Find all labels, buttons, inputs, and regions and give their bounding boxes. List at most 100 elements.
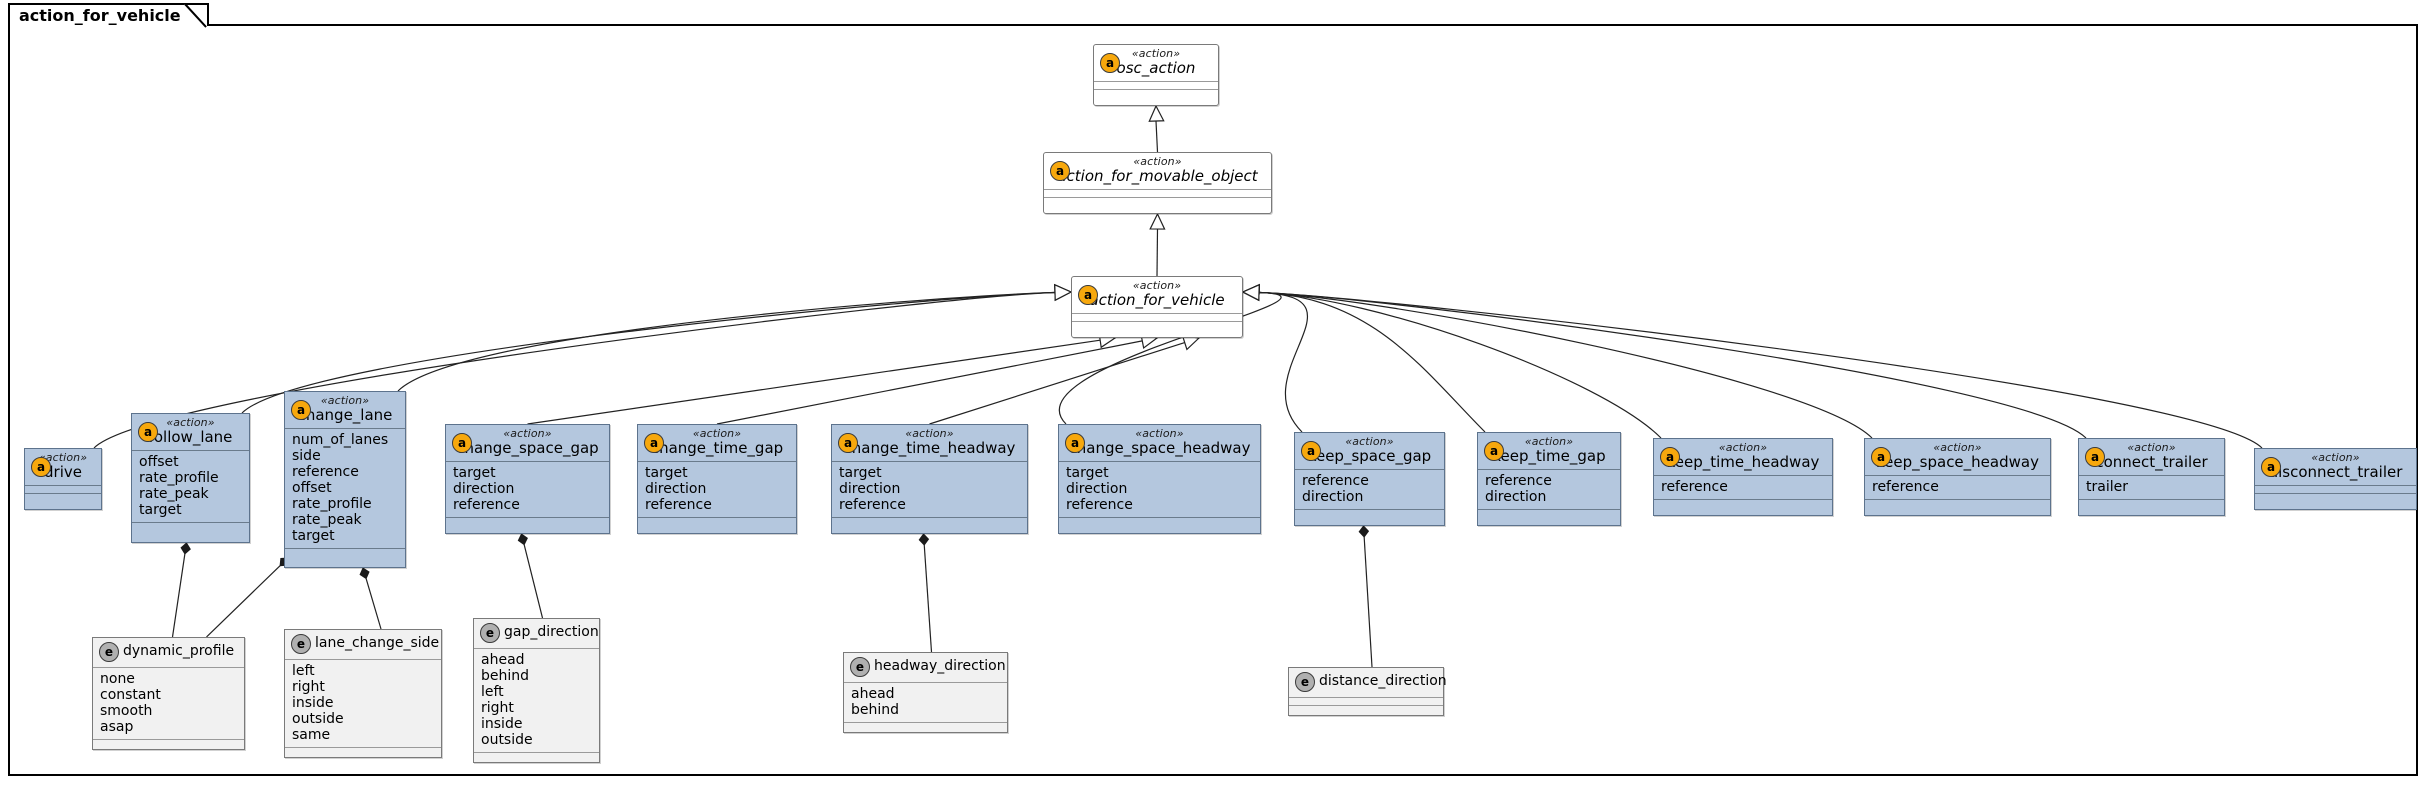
class-node-disconnect_trailer[interactable]: a«action»disconnect_trailer [2254,448,2417,510]
node-header-osc_action: a«action»osc_action [1094,45,1218,82]
node-name-keep_space_headway: keep_space_headway [1876,453,2039,471]
node-methods-compartment [93,740,244,749]
attribute-row: reference [1661,479,1728,495]
class-node-action_for_movable_object[interactable]: a«action»action_for_movable_object [1043,152,1272,214]
abstract-class-icon: a [838,433,858,453]
attribute-row: target [839,465,882,481]
attribute-row: direction [453,481,515,497]
attribute-row: direction [1066,481,1128,497]
node-header-connect_trailer: a«action»connect_trailer [2079,439,2224,476]
node-methods-compartment [1654,500,1832,509]
enum-class-icon: e [291,633,311,654]
attribute-row: offset [139,454,179,470]
attribute-row: target [292,528,335,544]
node-methods-compartment [446,518,609,527]
class-node-action_for_vehicle[interactable]: a«action»action_for_vehicle [1071,276,1243,338]
node-name-change_time_gap: change_time_gap [650,439,784,457]
node-methods-compartment [2255,494,2416,503]
attribute-row: offset [292,480,332,496]
node-methods-compartment [832,518,1027,527]
node-header-change_space_headway: a«action»change_space_headway [1059,425,1260,462]
node-attributes-disconnect_trailer [2255,486,2416,494]
enum-class-icon: e [99,641,119,662]
attribute-row: target [645,465,688,481]
node-attributes-keep_time_headway: reference [1654,476,1832,500]
attribute-row: reference [645,497,712,513]
enum-class-icon: e [1295,671,1315,692]
attribute-row: right [481,700,514,716]
attribute-row: rate_profile [292,496,372,512]
attribute-row: reference [1066,497,1133,513]
node-methods-compartment [1289,706,1443,715]
node-methods-compartment [844,723,1007,732]
node-attributes-drive [25,486,101,494]
node-name-keep_time_gap: keep_time_gap [1492,447,1606,465]
attribute-row: rate_peak [292,512,362,528]
node-header-action_for_vehicle: a«action»action_for_vehicle [1072,277,1242,314]
attribute-row: reference [292,464,359,480]
abstract-class-icon: a [452,433,472,453]
node-stereotype-osc_action: «action» [1131,47,1181,60]
package-tab: action_for_vehicle [8,3,209,28]
node-name-action_for_movable_object: action_for_movable_object [1057,167,1258,185]
node-header-change_time_gap: a«action»change_time_gap [638,425,796,462]
attribute-row: outside [481,732,533,748]
node-header-keep_time_headway: a«action»keep_time_headway [1654,439,1832,476]
attribute-row: reference [453,497,520,513]
node-name-dynamic_profile: dynamic_profile [123,643,235,659]
node-methods-compartment [1295,510,1444,519]
attribute-row: target [1066,465,1109,481]
node-header-change_space_gap: a«action»change_space_gap [446,425,609,462]
abstract-class-icon: a [1078,285,1098,305]
attribute-row: side [292,448,321,464]
class-node-drive[interactable]: a«action»drive [24,448,102,510]
class-node-osc_action[interactable]: a«action»osc_action [1093,44,1219,106]
attribute-row: rate_peak [139,486,209,502]
attribute-row: direction [839,481,901,497]
node-stereotype-drive: «action» [38,451,88,464]
class-node-keep_time_headway[interactable]: a«action»keep_time_headway reference [1653,438,1833,516]
abstract-class-icon: a [2085,447,2105,467]
attribute-row: inside [292,695,334,711]
abstract-class-icon: a [1484,441,1504,461]
node-methods-compartment [638,518,796,527]
attribute-row: ahead [851,686,895,702]
node-methods-compartment [1059,518,1260,527]
node-header-keep_space_headway: a«action»keep_space_headway [1865,439,2050,476]
attribute-row: left [481,684,504,700]
node-attributes-distance_direction [1289,698,1443,706]
node-attributes-connect_trailer: trailer [2079,476,2224,500]
node-attributes-action_for_movable_object [1044,190,1271,198]
node-name-drive: drive [44,463,82,481]
node-header-action_for_movable_object: a«action»action_for_movable_object [1044,153,1271,190]
attribute-row: direction [645,481,707,497]
abstract-class-icon: a [138,422,158,442]
node-stereotype-action_for_movable_object: «action» [1133,155,1182,168]
attribute-row: target [139,502,182,518]
attribute-row: reference [1485,473,1552,489]
attribute-row: behind [851,702,900,718]
